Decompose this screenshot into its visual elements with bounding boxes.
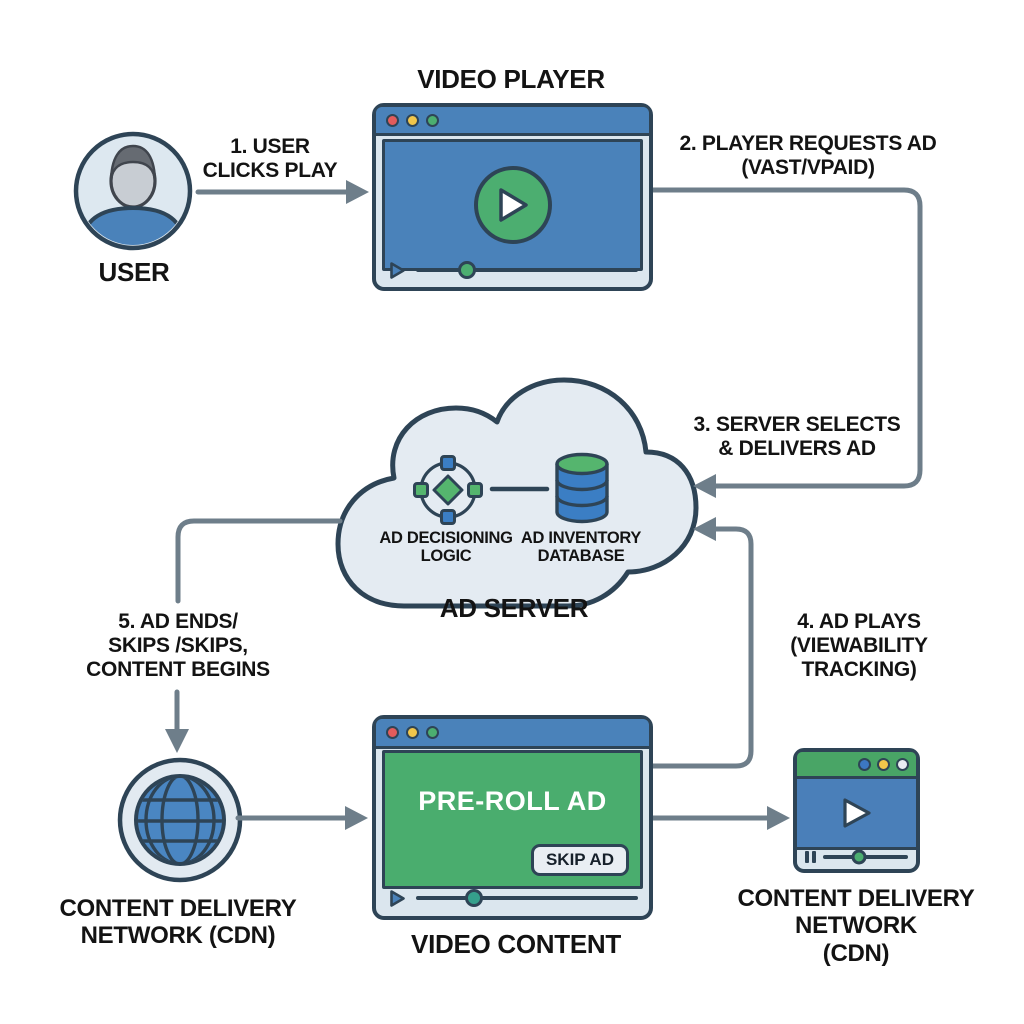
play-triangle-icon — [498, 188, 528, 222]
play-icon — [390, 889, 405, 907]
cdn-control-bar — [805, 849, 908, 865]
red-dot-icon — [386, 726, 399, 739]
play-icon — [390, 261, 405, 279]
blue-dot-icon — [858, 757, 871, 771]
arrowhead-left — [693, 474, 716, 498]
flow-arrows — [174, 187, 923, 821]
white-dot-icon — [896, 757, 909, 771]
video-content-label: VIDEO CONTENT — [411, 929, 621, 959]
progress-bar — [823, 849, 908, 865]
arrow-player-to-adserver — [645, 187, 923, 489]
video-content-window: PRE-ROLL AD SKIP AD — [372, 715, 653, 920]
cdn-titlebar — [797, 752, 916, 779]
video-player-label: VIDEO PLAYER — [417, 64, 605, 94]
arrowhead-right — [345, 806, 368, 830]
cdn-player-window — [793, 748, 920, 873]
green-dot-icon — [426, 113, 439, 127]
step-3-label: 3. SERVER SELECTS & DELIVERS AD — [693, 413, 901, 460]
content-titlebar — [376, 719, 649, 749]
play-button-icon — [473, 166, 552, 244]
play-triangle-icon — [842, 798, 871, 828]
progress-knob — [851, 849, 867, 865]
yellow-dot-icon — [406, 726, 419, 739]
cdn-left-label: CONTENT DELIVERY NETWORK (CDN) — [59, 895, 297, 950]
cdn-right-label: CONTENT DELIVERY NETWORK (CDN) — [737, 885, 975, 967]
player-titlebar — [376, 107, 649, 136]
progress-knob — [458, 261, 477, 279]
pause-icon — [805, 851, 816, 863]
progress-bar — [416, 261, 638, 279]
arrowhead-right — [767, 806, 790, 830]
arrowhead-right — [346, 180, 369, 204]
arrowhead-left — [693, 517, 716, 541]
arrowheads — [165, 180, 790, 830]
line-adserver-to-step5 — [175, 518, 343, 604]
ad-server-label: AD SERVER — [439, 593, 589, 623]
pre-roll-ad-label: PRE-ROLL AD — [418, 786, 607, 816]
cdn-video-screen — [797, 779, 916, 850]
step-5-label: 5. AD ENDS/ SKIPS /SKIPS, CONTENT BEGINS — [86, 610, 270, 681]
content-control-bar — [389, 887, 638, 909]
arrowhead-down — [165, 729, 189, 753]
green-dot-icon — [426, 726, 439, 739]
user-label: USER — [98, 257, 170, 287]
ad-screen: PRE-ROLL AD SKIP AD — [382, 750, 643, 889]
database-cylinder-icon — [555, 452, 609, 524]
step-1-label: 1. USER CLICKS PLAY — [202, 135, 338, 182]
node-network-icon — [413, 455, 483, 525]
arrow-content-to-adserver — [645, 526, 754, 769]
ad-inventory-label: AD INVENTORY DATABASE — [520, 529, 642, 566]
step-2-label: 2. PLAYER REQUESTS AD (VAST/VPAID) — [679, 132, 937, 179]
player-video-screen — [382, 139, 643, 271]
globe-icon — [117, 757, 243, 883]
cloud-icon — [335, 377, 699, 609]
person-avatar-icon — [73, 131, 193, 251]
video-player-window — [372, 103, 653, 291]
skip-ad-button: SKIP AD — [530, 844, 629, 876]
yellow-dot-icon — [877, 757, 890, 771]
progress-bar — [416, 889, 638, 907]
ad-decisioning-label: AD DECISIONING LOGIC — [379, 529, 513, 566]
red-dot-icon — [386, 113, 399, 127]
player-control-bar — [389, 259, 638, 281]
step-4-label: 4. AD PLAYS (VIEWABILITY TRACKING) — [790, 610, 928, 681]
yellow-dot-icon — [406, 113, 419, 127]
progress-knob — [464, 889, 483, 907]
